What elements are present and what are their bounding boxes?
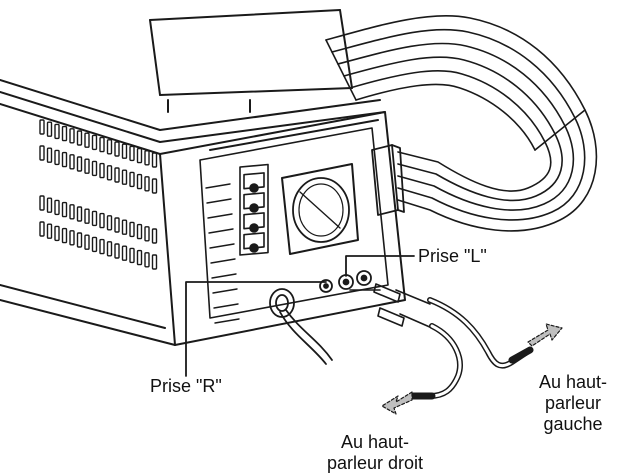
vent-slot	[54, 199, 60, 216]
vent-slot	[91, 160, 98, 177]
vent-slot	[84, 234, 90, 250]
vent-slot	[54, 149, 60, 166]
vent-slot	[91, 134, 98, 151]
vent-slot	[69, 230, 75, 246]
vent-slot	[114, 217, 120, 233]
vent-slot	[61, 227, 68, 244]
label-jack-left: Prise "L"	[418, 246, 487, 266]
vent-slot	[106, 165, 113, 181]
vent-slot	[121, 143, 128, 159]
fan-icon	[281, 163, 359, 255]
vent-slot	[144, 252, 150, 268]
vent-slot	[106, 139, 113, 155]
vent-slot	[114, 167, 120, 183]
label-speaker-left-line2: parleur	[544, 393, 602, 413]
vent-slot	[136, 249, 143, 266]
side-vents	[39, 119, 158, 270]
label-speaker-right: Au haut- parleur droit	[300, 432, 450, 474]
vent-slot	[69, 154, 75, 170]
vent-slot	[144, 176, 150, 192]
vent-slot	[121, 245, 128, 261]
speaker-cables	[349, 283, 534, 400]
vent-slot	[84, 132, 90, 148]
vent-slot	[61, 201, 68, 218]
vent-slot	[91, 210, 98, 227]
label-speaker-right-line2: parleur droit	[326, 453, 424, 473]
ribbon-connector	[371, 144, 405, 216]
back-vents	[205, 183, 240, 324]
vent-slot	[46, 223, 53, 239]
vent-slot	[54, 225, 60, 242]
vent-slot	[39, 195, 45, 211]
vent-slot	[69, 128, 75, 144]
vent-slot	[121, 219, 128, 235]
vent-slot	[106, 241, 113, 257]
vent-slot	[99, 212, 105, 229]
vent-slot	[136, 223, 143, 240]
vent-slot	[84, 208, 90, 224]
vent-slot	[114, 141, 120, 157]
vent-slot	[76, 130, 83, 146]
vent-slot	[151, 152, 158, 168]
power-cord	[269, 288, 333, 365]
callout-lines	[185, 255, 415, 377]
upper-unit	[149, 9, 353, 113]
vent-slot	[61, 151, 68, 168]
label-speaker-left-line3: gauche	[543, 414, 603, 434]
label-speaker-left-line1: Au haut-	[538, 372, 608, 392]
vent-slot	[144, 226, 150, 242]
vent-slot	[129, 145, 135, 162]
label-jack-right: Prise "R"	[150, 376, 222, 396]
vent-slot	[76, 206, 83, 222]
label-speaker-left: Au haut- parleur gauche	[528, 372, 618, 435]
vent-slot	[39, 119, 45, 135]
vent-slot	[106, 215, 113, 231]
vent-slot	[46, 197, 53, 213]
vent-slot	[39, 221, 45, 237]
vent-slot	[136, 147, 143, 164]
label-speaker-right-line1: Au haut-	[340, 432, 410, 452]
vent-slot	[46, 147, 53, 163]
vent-slot	[151, 178, 158, 194]
vent-slot	[76, 156, 83, 172]
vent-slot	[99, 136, 105, 153]
vent-slot	[99, 162, 105, 179]
vent-slot	[69, 204, 75, 220]
vent-slot	[136, 173, 143, 190]
arrow-to-right-speaker	[381, 391, 413, 415]
computer-chassis	[0, 79, 406, 346]
vent-slot	[61, 125, 68, 142]
vent-slot	[121, 169, 128, 185]
vent-slot	[84, 158, 90, 174]
vent-slot	[151, 254, 158, 270]
vent-slot	[91, 236, 98, 253]
vent-slot	[54, 123, 60, 140]
speaker-terminal-block	[239, 163, 269, 256]
vent-slot	[129, 247, 135, 264]
vent-slot	[76, 232, 83, 248]
vent-slot	[114, 243, 120, 259]
vent-slot	[46, 121, 53, 137]
vent-slot	[144, 150, 150, 166]
vent-slot	[129, 171, 135, 188]
arrow-to-left-speaker	[527, 323, 563, 347]
vent-slot	[99, 238, 105, 255]
ribbon-cable	[325, 15, 598, 232]
vent-slot	[151, 228, 158, 244]
vent-slot	[129, 221, 135, 238]
vent-slot	[39, 145, 45, 161]
